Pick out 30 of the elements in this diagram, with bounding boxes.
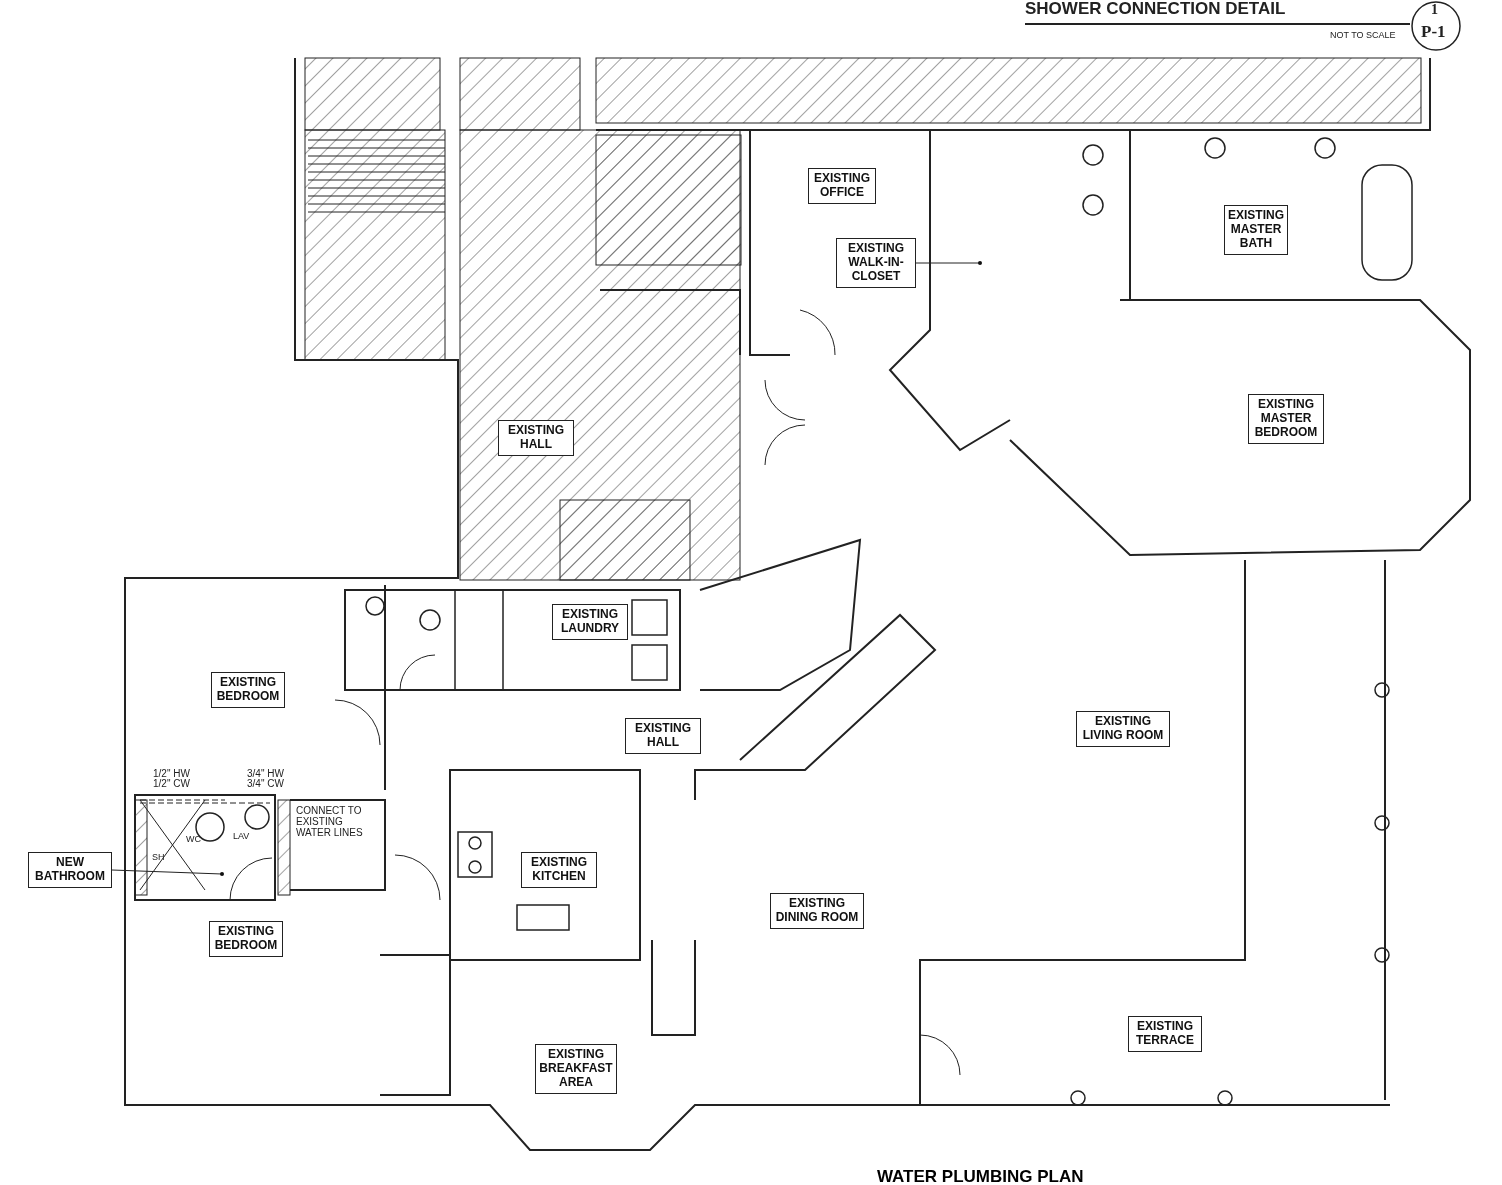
room-label: EXISTING WALK-IN-CLOSET bbox=[836, 238, 916, 288]
room-label: EXISTING LAUNDRY bbox=[552, 604, 628, 640]
detail-number: 1 bbox=[1431, 4, 1438, 15]
pipe-size-label: 3/4" CW bbox=[247, 778, 284, 789]
fixture-label: SH bbox=[152, 852, 165, 863]
room-label: EXISTING HALL bbox=[498, 420, 574, 456]
fixture-label: WC bbox=[186, 834, 201, 845]
note-text: CONNECT TO EXISTING WATER LINES bbox=[296, 805, 364, 838]
pipe-size-label: 1/2" CW bbox=[153, 778, 190, 789]
room-label: NEW BATHROOM bbox=[28, 852, 112, 888]
room-label: EXISTING BREAKFAST AREA bbox=[535, 1044, 617, 1094]
room-label: EXISTING BEDROOM bbox=[211, 672, 285, 708]
drawing-title: WATER PLUMBING PLAN bbox=[877, 1167, 1084, 1185]
room-label: EXISTING BEDROOM bbox=[209, 921, 283, 957]
pipe-size-label: 3/4" HW bbox=[247, 768, 284, 779]
detail-heading: SHOWER CONNECTION DETAIL bbox=[1025, 3, 1286, 14]
room-label: EXISTING DINING ROOM bbox=[770, 893, 864, 929]
room-label: EXISTING HALL bbox=[625, 718, 701, 754]
leader-line bbox=[915, 261, 982, 265]
room-label: EXISTING OFFICE bbox=[808, 168, 876, 204]
room-label: EXISTING MASTER BEDROOM bbox=[1248, 394, 1324, 444]
room-label: EXISTING MASTER BATH bbox=[1224, 205, 1288, 255]
pipe-size-label: 1/2" HW bbox=[153, 768, 190, 779]
room-label: EXISTING TERRACE bbox=[1128, 1016, 1202, 1052]
leader-line bbox=[111, 869, 224, 876]
scale-note: NOT TO SCALE bbox=[1330, 30, 1396, 41]
room-label: EXISTING KITCHEN bbox=[521, 852, 597, 888]
fixture-label: LAV bbox=[233, 831, 250, 842]
sheet-number: P-1 bbox=[1421, 26, 1446, 37]
room-label: EXISTING LIVING ROOM bbox=[1076, 711, 1170, 747]
